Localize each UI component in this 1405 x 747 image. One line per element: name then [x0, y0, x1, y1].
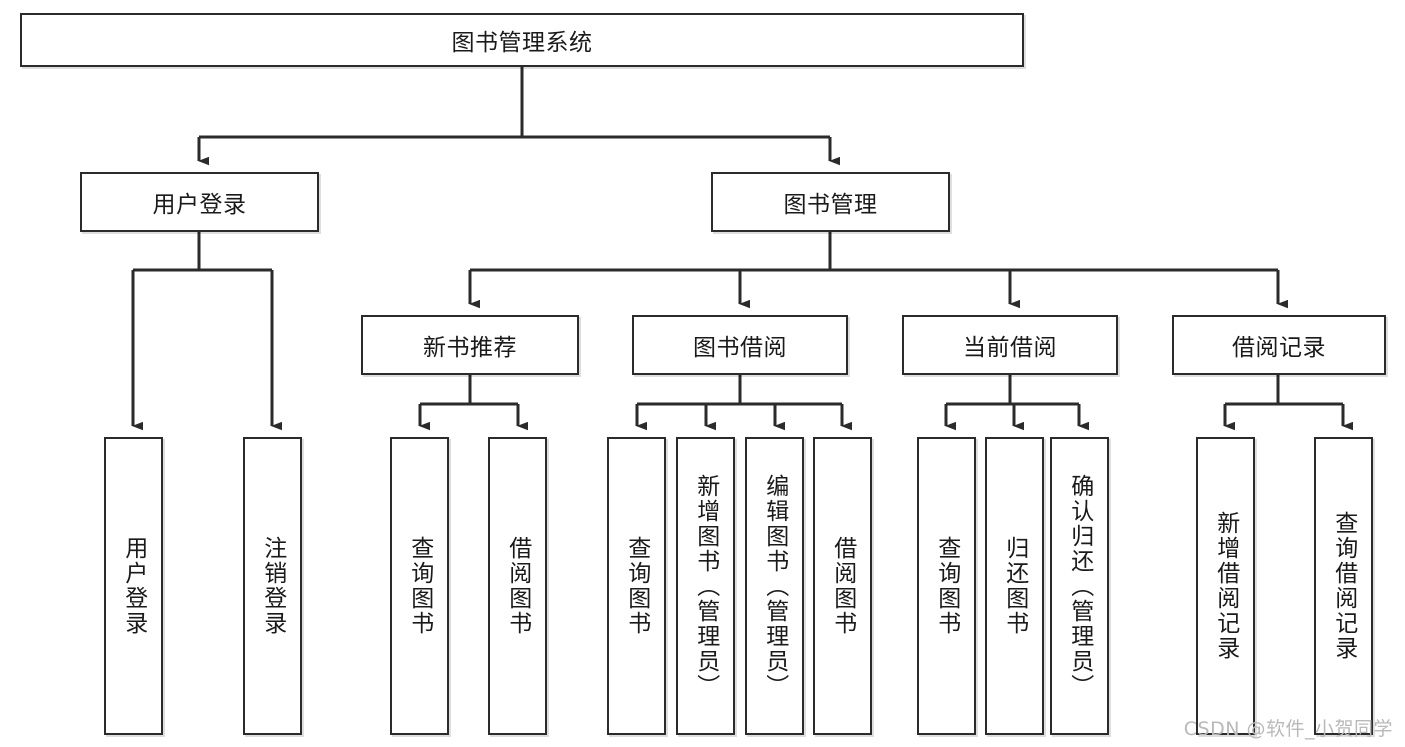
node-leaf-query-book-1[interactable]: 查询图书 — [390, 437, 449, 735]
node-user-login[interactable]: 用户登录 — [80, 172, 319, 232]
node-leaf-edit-book-admin[interactable]: 编辑图书（管理员） — [745, 437, 804, 735]
node-leaf-borrow-book-1[interactable]: 借阅图书 — [488, 437, 547, 735]
node-current-borrow-label: 当前借阅 — [963, 335, 1057, 361]
csdn-watermark: CSDN @软件_小贺同学 — [1183, 718, 1393, 740]
node-book-borrow-label: 图书借阅 — [693, 335, 787, 361]
node-leaf-borrow-book-2-label: 借阅图书 — [829, 536, 856, 636]
node-leaf-query-book-3[interactable]: 查询图书 — [917, 437, 976, 735]
node-root[interactable]: 图书管理系统 — [20, 13, 1024, 67]
node-leaf-add-borrow-record-label: 新增借阅记录 — [1212, 511, 1239, 661]
node-root-label: 图书管理系统 — [451, 30, 593, 56]
node-leaf-confirm-return-admin[interactable]: 确认归还（管理员） — [1050, 437, 1109, 735]
node-leaf-confirm-return-admin-label: 确认归还（管理员） — [1066, 473, 1093, 699]
node-borrow-record-label: 借阅记录 — [1232, 335, 1326, 361]
node-leaf-edit-book-admin-label: 编辑图书（管理员） — [761, 473, 788, 699]
node-leaf-add-book-admin[interactable]: 新增图书（管理员） — [676, 437, 735, 735]
node-user-login-label: 用户登录 — [152, 192, 247, 218]
node-leaf-query-book-2[interactable]: 查询图书 — [607, 437, 666, 735]
node-leaf-add-book-admin-label: 新增图书（管理员） — [692, 473, 719, 699]
node-new-book-recommend-label: 新书推荐 — [423, 335, 517, 361]
node-leaf-query-borrow-record[interactable]: 查询借阅记录 — [1314, 437, 1373, 735]
node-borrow-record[interactable]: 借阅记录 — [1172, 315, 1386, 375]
node-book-management-label: 图书管理 — [783, 192, 878, 218]
node-leaf-user-login-label: 用户登录 — [120, 536, 147, 636]
node-current-borrow[interactable]: 当前借阅 — [902, 315, 1118, 375]
node-leaf-return-book[interactable]: 归还图书 — [985, 437, 1044, 735]
node-leaf-user-login[interactable]: 用户登录 — [104, 437, 163, 735]
node-book-borrow[interactable]: 图书借阅 — [632, 315, 848, 375]
node-leaf-query-book-3-label: 查询图书 — [933, 536, 960, 636]
node-leaf-return-book-label: 归还图书 — [1001, 536, 1028, 636]
node-book-management[interactable]: 图书管理 — [711, 172, 950, 232]
node-leaf-borrow-book-1-label: 借阅图书 — [504, 536, 531, 636]
node-leaf-add-borrow-record[interactable]: 新增借阅记录 — [1196, 437, 1255, 735]
node-leaf-query-book-1-label: 查询图书 — [406, 536, 433, 636]
node-leaf-borrow-book-2[interactable]: 借阅图书 — [813, 437, 872, 735]
node-leaf-query-book-2-label: 查询图书 — [623, 536, 650, 636]
node-leaf-query-borrow-record-label: 查询借阅记录 — [1330, 511, 1357, 661]
node-leaf-logout-login[interactable]: 注销登录 — [243, 437, 302, 735]
node-leaf-logout-login-label: 注销登录 — [259, 536, 286, 636]
node-new-book-recommend[interactable]: 新书推荐 — [361, 315, 579, 375]
